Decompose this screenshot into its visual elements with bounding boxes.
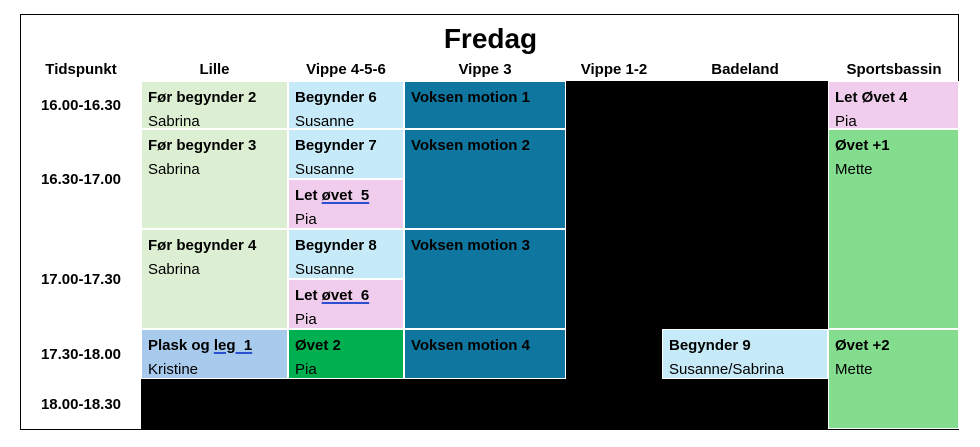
column-header-sportsbassin: Sportsbassin: [846, 61, 942, 78]
session-cell[interactable]: Voksen motion 1: [404, 81, 566, 129]
time-label: 17.30-18.00: [40, 345, 122, 363]
session-title: Før begynder 4: [148, 237, 257, 254]
session-cell[interactable]: Før begynder 3 Sabrina: [141, 129, 288, 229]
session-cell[interactable]: Let øvet 5 Pia: [288, 179, 404, 229]
session-cell[interactable]: Øvet 2 Pia: [288, 329, 404, 379]
session-instructor: Kristine: [148, 361, 199, 378]
session-title-prefix: Let: [295, 187, 322, 204]
blocked-cell: [288, 379, 404, 429]
page-title: Fredag: [443, 23, 538, 54]
session-instructor: Sabrina: [148, 261, 200, 278]
session-cell[interactable]: Øvet +2 Mette: [828, 329, 959, 429]
session-instructor: Pia: [835, 113, 857, 129]
session-cell[interactable]: Begynder 7 Susanne: [288, 129, 404, 179]
session-cell[interactable]: Før begynder 4 Sabrina: [141, 229, 288, 329]
session-instructor: Pia: [295, 311, 317, 328]
time-label: 16.00-16.30: [40, 96, 122, 114]
session-title: Begynder 6: [295, 89, 377, 106]
time-label: 16.30-17.00: [40, 170, 122, 188]
time-label: 18.00-18.30: [40, 395, 122, 413]
column-header-vippe12: Vippe 1-2: [580, 61, 648, 78]
blocked-cell: [662, 81, 828, 329]
session-instructor: Mette: [835, 361, 873, 378]
session-title: Let øvet 5: [295, 184, 397, 208]
session-instructor: Sabrina: [148, 113, 200, 129]
session-cell[interactable]: Begynder 9 Susanne/Sabrina: [662, 329, 828, 379]
session-instructor: Pia: [295, 361, 317, 378]
blocked-cell: [566, 81, 662, 429]
session-cell[interactable]: Begynder 6 Susanne: [288, 81, 404, 129]
column-header-time: Tidspunkt: [45, 61, 117, 78]
session-instructor: Mette: [835, 161, 873, 178]
session-cell[interactable]: Plask og leg 1 Kristine: [141, 329, 288, 379]
session-title: Før begynder 2: [148, 89, 257, 106]
session-title: Begynder 7: [295, 137, 377, 154]
session-instructor: Pia: [295, 211, 317, 228]
blocked-cell: [404, 379, 566, 429]
session-cell[interactable]: Før begynder 2 Sabrina: [141, 81, 288, 129]
schedule-table: Fredag Tidspunkt Lille Vippe 4-5-6 Vippe…: [20, 14, 959, 430]
session-title: Let øvet 6: [295, 284, 397, 308]
session-cell[interactable]: Voksen motion 4: [404, 329, 566, 379]
column-header-badeland: Badeland: [711, 61, 779, 78]
session-cell[interactable]: Voksen motion 2: [404, 129, 566, 229]
session-cell[interactable]: Voksen motion 3: [404, 229, 566, 329]
session-title: Begynder 9: [669, 337, 751, 354]
session-title: Voksen motion 2: [411, 137, 530, 154]
blocked-cell: [141, 379, 288, 429]
session-title: Før begynder 3: [148, 137, 257, 154]
session-title: Plask og leg 1: [148, 334, 281, 358]
session-cell[interactable]: Øvet +1 Mette: [828, 129, 959, 329]
session-title: Øvet 2: [295, 337, 341, 354]
column-header-vippe456: Vippe 4-5-6: [306, 61, 386, 78]
session-cell[interactable]: Begynder 8 Susanne: [288, 229, 404, 279]
session-title: Begynder 8: [295, 237, 377, 254]
session-title: Voksen motion 4: [411, 337, 530, 354]
session-instructor: Susanne: [295, 113, 355, 129]
session-instructor: Sabrina: [148, 161, 200, 178]
session-title-underlined: leg 1: [213, 337, 253, 354]
session-instructor: Susanne/Sabrina: [669, 361, 785, 378]
session-instructor: Susanne: [295, 261, 355, 278]
session-title: Øvet +2: [835, 337, 890, 354]
session-title-prefix: Let: [295, 287, 322, 304]
session-title-underlined: øvet 5: [321, 187, 370, 204]
session-title: Voksen motion 1: [411, 89, 530, 106]
time-label: 17.00-17.30: [40, 270, 122, 288]
session-title-prefix: Plask og: [148, 337, 214, 354]
session-title-underlined: øvet 6: [321, 287, 370, 304]
column-header-vippe3: Vippe 3: [458, 61, 512, 78]
session-instructor: Susanne: [295, 161, 355, 178]
session-title: Øvet +1: [835, 137, 890, 154]
column-header-lille: Lille: [199, 61, 230, 78]
session-title: Let Øvet 4: [835, 89, 908, 106]
blocked-cell: [662, 379, 828, 429]
session-title: Voksen motion 3: [411, 237, 530, 254]
session-cell[interactable]: Let øvet 6 Pia: [288, 279, 404, 329]
session-cell[interactable]: Let Øvet 4 Pia: [828, 81, 959, 129]
